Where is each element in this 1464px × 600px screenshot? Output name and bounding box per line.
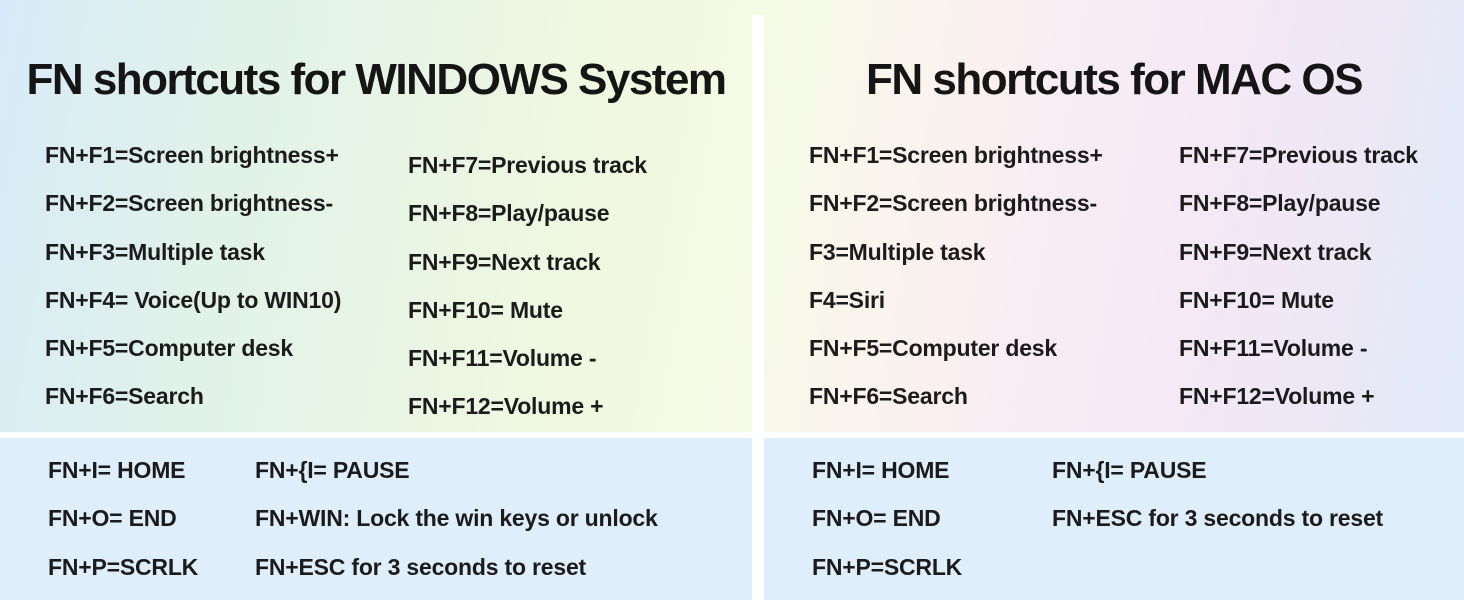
shortcut-item: FN+WIN: Lock the win keys or unlock [255, 505, 658, 532]
shortcut-item: FN+P=SCRLK [48, 553, 199, 580]
shortcut-item: FN+F8=Play/pause [408, 200, 610, 227]
shortcut-item: FN+F7=Previous track [408, 152, 647, 178]
shortcut-item: FN+F12=Volume + [408, 393, 604, 420]
shortcut-item: F3=Multiple task [809, 238, 986, 265]
shortcut-item: FN+I= HOME [812, 457, 950, 483]
shortcut-item: FN+F5=Computer desk [45, 335, 293, 362]
mac-special-keys-column-1: FN+I= HOME FN+O= END FN+P=SCRLK [812, 446, 962, 591]
shortcut-item: FN+F4= Voice(Up to WIN10) [45, 286, 342, 313]
windows-special-keys-column-2: FN+{I= PAUSE FN+WIN: Lock the win keys o… [255, 446, 658, 591]
shortcut-item: FN+F3=Multiple task [45, 238, 265, 265]
shortcut-item: FN+ESC for 3 seconds to reset [1052, 505, 1383, 532]
mac-shortcuts-column-1: FN+F1=Screen brightness+ FN+F2=Screen br… [809, 131, 1103, 421]
shortcut-item: FN+F11=Volume - [408, 345, 597, 372]
shortcut-item: FN+I= HOME [48, 457, 186, 483]
windows-panel-title: FN shortcuts for WINDOWS System [26, 55, 727, 104]
mac-panel-title: FN shortcuts for MAC OS [866, 55, 1363, 104]
shortcut-item: FN+O= END [812, 505, 941, 532]
shortcut-item: FN+F9=Next track [408, 248, 601, 275]
shortcut-item: FN+F8=Play/pause [1179, 190, 1381, 217]
shortcut-item: F4=Siri [809, 286, 885, 313]
windows-shortcuts-column-2: FN+F7=Previous track FN+F8=Play/pause FN… [408, 141, 647, 431]
mac-special-keys-section [764, 438, 1464, 600]
shortcut-item: FN+F11=Volume - [1179, 335, 1368, 362]
shortcut-item: FN+F1=Screen brightness+ [45, 142, 339, 168]
shortcut-item: FN+F6=Search [45, 383, 204, 410]
shortcut-item: FN+F7=Previous track [1179, 142, 1418, 168]
mac-special-keys-column-2: FN+{I= PAUSE FN+ESC for 3 seconds to res… [1052, 446, 1383, 543]
mac-shortcuts-column-2: FN+F7=Previous track FN+F8=Play/pause FN… [1179, 131, 1418, 421]
windows-shortcuts-column-1: FN+F1=Screen brightness+ FN+F2=Screen br… [45, 131, 341, 421]
shortcut-item: FN+F12=Volume + [1179, 383, 1375, 410]
windows-special-keys-column-1: FN+I= HOME FN+O= END FN+P=SCRLK [48, 446, 198, 591]
shortcut-item: FN+{I= PAUSE [1052, 457, 1207, 483]
shortcut-item: FN+O= END [48, 505, 177, 532]
panel-divider [752, 15, 764, 600]
section-divider [0, 432, 1464, 438]
shortcut-item: FN+F9=Next track [1179, 238, 1372, 265]
shortcut-item: FN+F1=Screen brightness+ [809, 142, 1103, 168]
shortcut-item: FN+F10= Mute [408, 296, 563, 323]
windows-special-keys-section [0, 438, 752, 600]
shortcut-item: FN+F2=Screen brightness- [45, 190, 333, 217]
shortcut-item: FN+F5=Computer desk [809, 335, 1057, 362]
shortcut-item: FN+F10= Mute [1179, 286, 1334, 313]
shortcut-item: FN+P=SCRLK [812, 553, 963, 580]
shortcut-item: FN+ESC for 3 seconds to reset [255, 553, 586, 580]
shortcut-item: FN+{I= PAUSE [255, 457, 410, 483]
shortcut-item: FN+F2=Screen brightness- [809, 190, 1097, 217]
shortcut-item: FN+F6=Search [809, 383, 968, 410]
